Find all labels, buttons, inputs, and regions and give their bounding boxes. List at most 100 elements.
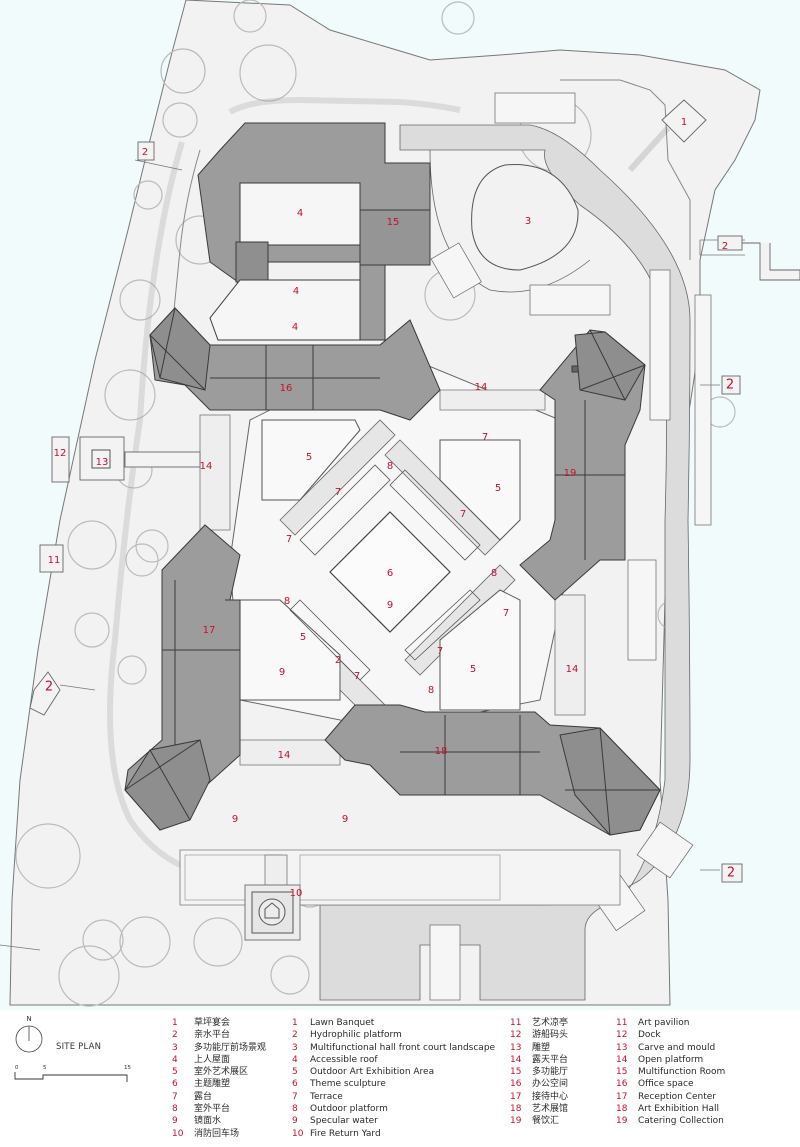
fire-return-yard bbox=[244, 854, 301, 941]
label-terrace: 7 bbox=[354, 671, 360, 682]
label-outdoor-platform: 8 bbox=[428, 685, 434, 696]
scale-bar: 0 5 15 bbox=[14, 1065, 131, 1082]
label-front-court: 3 bbox=[525, 216, 531, 227]
label-outdoor-platform: 8 bbox=[387, 461, 393, 472]
label-dock: 12 bbox=[54, 448, 67, 459]
label-hydrophilic-platform: 2 bbox=[722, 241, 728, 252]
label-terrace: 7 bbox=[460, 509, 466, 520]
site-plan-drawing: 1 2 2 2 2 2 2 3 4 4 4 5 5 5 5 6 7 7 7 7 … bbox=[0, 0, 800, 1010]
label-specular-water: 9 bbox=[232, 814, 238, 825]
label-outdoor-art-area: 5 bbox=[495, 483, 501, 494]
label-outdoor-art-area: 5 bbox=[306, 452, 312, 463]
theme-sculpture-pool bbox=[329, 511, 451, 633]
label-carve-and-mould: 13 bbox=[96, 457, 109, 468]
label-terrace: 7 bbox=[482, 432, 488, 443]
roofs bbox=[124, 122, 661, 836]
perimeter-walk bbox=[107, 96, 461, 883]
scale-tick-0: 0 bbox=[15, 1065, 19, 1071]
label-specular-water: 9 bbox=[387, 600, 393, 611]
label-terrace: 7 bbox=[286, 534, 292, 545]
label-catering-collection: 19 bbox=[564, 468, 577, 479]
label-terrace: 7 bbox=[437, 646, 443, 657]
label-hydrophilic-platform: 2 bbox=[335, 655, 341, 666]
label-accessible-roof: 4 bbox=[292, 322, 298, 333]
label-outdoor-art-area: 5 bbox=[300, 632, 306, 643]
label-open-platform: 14 bbox=[200, 461, 213, 472]
label-open-platform: 14 bbox=[278, 750, 291, 761]
label-reception-center: 17 bbox=[203, 625, 216, 636]
label-hydrophilic-platform: 2 bbox=[142, 147, 148, 158]
label-terrace: 7 bbox=[335, 487, 341, 498]
label-art-exhibition-hall: 18 bbox=[435, 746, 448, 757]
label-outdoor-platform: 8 bbox=[284, 596, 290, 607]
label-specular-water: 9 bbox=[279, 667, 285, 678]
site-plan-title: SITE PLAN bbox=[56, 1042, 102, 1052]
label-specular-water: 9 bbox=[342, 814, 348, 825]
legend-panel bbox=[0, 1010, 800, 1147]
label-hydrophilic-platform: 2 bbox=[45, 680, 53, 695]
plan-labels: 1 2 2 2 2 2 2 3 4 4 4 5 5 5 5 6 7 7 7 7 … bbox=[45, 117, 735, 899]
label-open-platform: 14 bbox=[566, 664, 579, 675]
label-multifunction-room: 15 bbox=[387, 217, 400, 228]
label-accessible-roof: 4 bbox=[293, 286, 299, 297]
label-lawn-banquet: 1 bbox=[681, 117, 687, 128]
label-accessible-roof: 4 bbox=[297, 208, 303, 219]
label-art-pavilion: 11 bbox=[48, 555, 61, 566]
label-outdoor-platform: 8 bbox=[491, 568, 497, 579]
island-3 bbox=[471, 164, 579, 271]
north-label: N bbox=[26, 1015, 31, 1023]
label-theme-sculpture: 6 bbox=[387, 568, 393, 579]
label-fire-return-yard: 10 bbox=[290, 888, 303, 899]
label-open-platform: 14 bbox=[475, 382, 488, 393]
label-hydrophilic-platform: 2 bbox=[727, 866, 735, 881]
scale-tick-5: 5 bbox=[43, 1065, 47, 1071]
label-terrace: 7 bbox=[503, 608, 509, 619]
scale-tick-15: 15 bbox=[124, 1065, 131, 1071]
label-hydrophilic-platform: 2 bbox=[726, 378, 734, 393]
label-outdoor-art-area: 5 bbox=[470, 664, 476, 675]
waterside-structures bbox=[29, 99, 800, 883]
label-office-space: 16 bbox=[280, 383, 293, 394]
